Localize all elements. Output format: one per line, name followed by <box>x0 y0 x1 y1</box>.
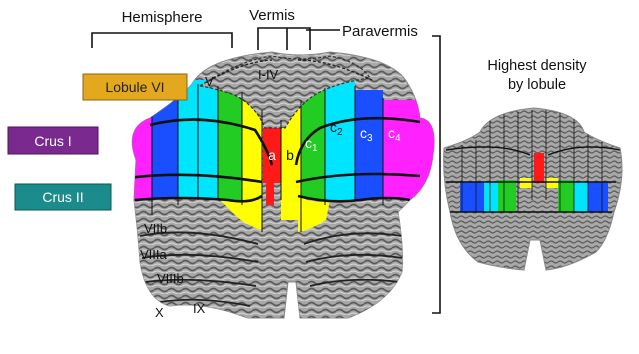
lobule-box-crus-ii: Crus II <box>15 184 111 210</box>
mini-band-c3-left <box>460 182 484 212</box>
mini-band-c2-left <box>484 182 498 212</box>
label-ix: IX <box>193 301 206 316</box>
highest-density-line1: Highest density <box>487 58 587 74</box>
label-v: V <box>205 74 214 89</box>
mini-band-a <box>534 153 544 183</box>
hemisphere-title: Hemisphere <box>122 9 203 26</box>
vermis-title: Vermis <box>249 7 295 24</box>
mini-band-c3-right <box>588 182 608 212</box>
mini-cerebellum <box>444 108 622 270</box>
mini-band-c1-right <box>558 180 574 212</box>
hemisphere-bracket <box>92 33 232 48</box>
label-viiib: VIIIb <box>157 271 184 286</box>
label-viib: VIIb <box>144 221 167 236</box>
mini-band-c2-right <box>574 182 588 212</box>
label-x: X <box>155 305 164 320</box>
paravermis-title: Paravermis <box>342 23 418 40</box>
lobule-box-vi-label: Lobule VI <box>105 79 164 95</box>
band-a-lower <box>266 183 274 205</box>
lobule-box-crus-i-label: Crus I <box>34 133 71 149</box>
top-brackets <box>92 28 340 50</box>
mini-band-b-right <box>546 178 558 188</box>
zone-label-b: b <box>286 147 294 163</box>
highest-density-line2: by lobule <box>508 77 566 93</box>
vermis-bracket <box>258 28 310 50</box>
lobule-box-vi: Lobule VI <box>83 74 187 100</box>
lobule-box-crus-i: Crus I <box>8 127 98 154</box>
mini-band-c1-left <box>498 180 516 212</box>
zone-label-a: a <box>268 147 276 163</box>
band-c2-right <box>325 80 355 220</box>
mini-band-b-left <box>520 178 532 188</box>
label-viiia: VIIIa <box>140 247 168 262</box>
right-bracket <box>432 36 440 313</box>
lobule-box-crus-ii-label: Crus II <box>42 189 83 205</box>
label-i-iv: I-IV <box>258 67 279 82</box>
